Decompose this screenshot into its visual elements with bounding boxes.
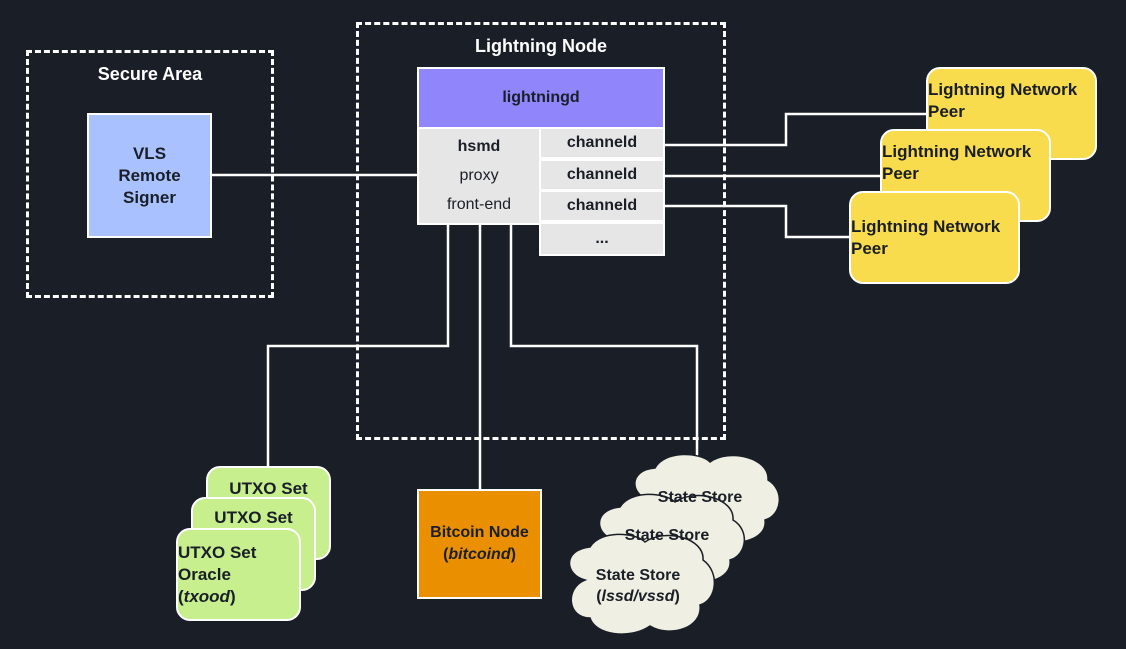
channeld-label: channeld	[566, 197, 638, 214]
utxo-set-oracle[interactable]: UTXO Set Oracle (txood)	[176, 528, 301, 621]
peer-label-1: Lightning Network	[851, 216, 1001, 236]
peer-label-2: Peer	[882, 164, 919, 183]
front-end-label: front-end	[446, 195, 512, 213]
secure-area-title: Secure Area	[97, 64, 203, 84]
more-channels-cell[interactable]: ...	[539, 222, 665, 256]
bitcoin-node[interactable]: Bitcoin Node (bitcoind)	[417, 489, 542, 599]
vls-label-2: Remote	[118, 165, 181, 185]
secure-area-group: Secure Area	[26, 50, 274, 298]
peer-label-2: Peer	[928, 102, 965, 121]
hsmd-label: hsmd	[457, 138, 501, 156]
lightning-peer-3[interactable]: Lightning Network Peer	[849, 191, 1020, 284]
hsmd-proxy-frontend-box[interactable]: hsmd proxy front-end	[417, 127, 541, 225]
vls-remote-signer[interactable]: VLS Remote Signer	[87, 113, 212, 238]
vls-label-3: Signer	[123, 187, 176, 207]
state-store-label-1: State Store	[595, 567, 681, 584]
lightning-node-group: Lightning Node	[356, 22, 726, 440]
lightningd-label: lightningd	[502, 89, 580, 106]
utxo-oracle-label-1: UTXO Set	[178, 542, 257, 562]
vls-label-1: VLS	[132, 143, 167, 163]
utxo-label: UTXO Set	[214, 508, 293, 527]
state-store-back-2-label: State Store	[624, 527, 710, 544]
utxo-label: UTXO Set	[229, 479, 308, 498]
utxo-oracle-label-3: (txood)	[178, 586, 236, 606]
wire-to-statestore	[509, 225, 699, 465]
peer-label-2: Peer	[851, 238, 888, 258]
peer-label-1: Lightning Network	[928, 80, 1078, 99]
utxo-oracle-label-2: Oracle	[178, 564, 231, 584]
ellipsis-label: ...	[595, 230, 609, 247]
proxy-label: proxy	[459, 166, 499, 184]
channeld-cell[interactable]: channeld	[539, 127, 665, 159]
bitcoin-label-1: Bitcoin Node	[430, 524, 529, 541]
lightning-node-title: Lightning Node	[475, 36, 607, 56]
channeld-label: channeld	[566, 134, 638, 151]
bitcoin-label-2: (bitcoind)	[443, 546, 516, 563]
state-store-back-1-label: State Store	[657, 489, 743, 506]
cloud-shape-front	[568, 533, 716, 635]
state-store-front-label: State Store (lssd/vssd)	[578, 565, 698, 607]
channeld-label: channeld	[566, 166, 638, 183]
state-store-label-2: (lssd/vssd)	[596, 588, 680, 605]
peer-label-1: Lightning Network	[882, 142, 1032, 161]
channeld-cell[interactable]: channeld	[539, 190, 665, 222]
